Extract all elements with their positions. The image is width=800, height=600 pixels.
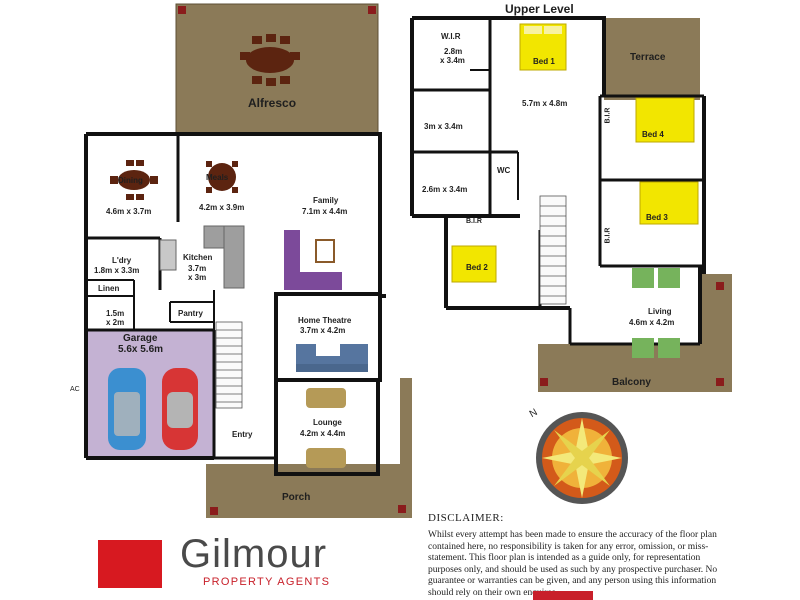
balcony-label: Balcony — [612, 377, 651, 388]
ensuite-size: 3m x 3.4m — [424, 122, 463, 131]
gilmour-logo-mark — [98, 540, 162, 588]
alfresco-label: Alfresco — [248, 96, 297, 110]
alfresco-table-icon — [240, 34, 300, 86]
entry-label: Entry — [232, 430, 253, 439]
home-theatre-label: Home Theatre — [298, 316, 352, 325]
bed2-label: Bed 2 — [466, 263, 488, 272]
family-label: Family — [313, 196, 339, 205]
bathroom-size: 2.6m x 3.4m — [422, 185, 468, 194]
disclaimer-title: DISCLAIMER: — [428, 512, 504, 524]
red-car-icon — [162, 368, 198, 450]
bed2-icon — [451, 245, 497, 283]
bed1-size: 5.7m x 4.8m — [522, 99, 568, 108]
dining-label: Dining — [118, 176, 143, 185]
bed1-label: Bed 1 — [533, 57, 555, 66]
disclaimer-body: Whilst every attempt has been made to en… — [428, 530, 718, 598]
garage-label: Garage — [123, 333, 158, 344]
ground-floor-walls — [84, 132, 386, 476]
bir-bed3-label: B.I.R — [604, 227, 612, 244]
dining-table-icon — [110, 160, 158, 200]
brand-name: Gilmour — [180, 532, 328, 576]
family-size: 7.1m x 4.4m — [302, 207, 348, 216]
laundry-size: 1.8m x 3.3m — [94, 266, 140, 275]
living-sofa-icon — [632, 268, 680, 358]
living-size: 4.6m x 4.2m — [629, 318, 675, 327]
ground-stairs — [215, 321, 243, 409]
terrace-deck — [604, 18, 700, 100]
dining-size: 4.6m x 3.7m — [106, 207, 152, 216]
bir-bed2-label: B.I.R — [466, 218, 482, 225]
kitchen-size-2: x 3m — [188, 273, 207, 282]
upper-floor-walls — [410, 16, 706, 346]
laundry-label: L'dry — [112, 256, 132, 265]
meals-label: Meals — [206, 173, 229, 182]
living-label: Living — [648, 307, 672, 316]
upper-stairs — [539, 195, 567, 305]
bed3-icon — [639, 181, 699, 225]
porch-label: Porch — [282, 492, 311, 503]
pantry-label: Pantry — [178, 309, 203, 318]
kitchen-size-1: 3.7m — [188, 264, 207, 273]
meals-size: 4.2m x 3.9m — [199, 203, 245, 212]
compass-icon — [536, 412, 628, 504]
balcony-deck — [538, 274, 732, 392]
lounge-label: Lounge — [313, 418, 342, 427]
bath-size-2: x 2m — [106, 318, 125, 327]
wir-label: W.I.R — [441, 32, 461, 41]
bir-bed4-label: B.I.R — [604, 107, 612, 124]
ac-label: AC — [70, 386, 80, 393]
family-sofa-icon — [284, 230, 342, 290]
kitchen-island — [159, 225, 245, 289]
meals-table-icon — [206, 161, 238, 193]
terrace-label: Terrace — [630, 52, 666, 63]
bath-size-1: 1.5m — [106, 309, 125, 318]
brand-tagline: PROPERTY AGENTS — [203, 576, 331, 588]
bed1-icon — [519, 23, 567, 71]
garage-size: 5.6x 5.6m — [118, 344, 164, 355]
bed4-icon — [635, 97, 695, 143]
home-theatre-size: 3.7m x 4.2m — [300, 326, 346, 335]
wc-label: WC — [497, 166, 511, 175]
kitchen-label: Kitchen — [183, 253, 213, 262]
footer-accent-bar — [533, 591, 593, 600]
blue-car-icon — [108, 368, 146, 450]
wir-size-1: 2.8m — [444, 47, 463, 56]
upper-level-title: Upper Level — [505, 2, 574, 16]
bed4-label: Bed 4 — [642, 130, 664, 139]
lounge-sofa-icon — [306, 388, 346, 468]
bed3-label: Bed 3 — [646, 213, 668, 222]
lounge-size: 4.2m x 4.4m — [300, 429, 346, 438]
wir-size-2: x 3.4m — [440, 56, 465, 65]
linen-label: Linen — [98, 284, 120, 293]
theatre-sofa-icon — [296, 344, 368, 372]
